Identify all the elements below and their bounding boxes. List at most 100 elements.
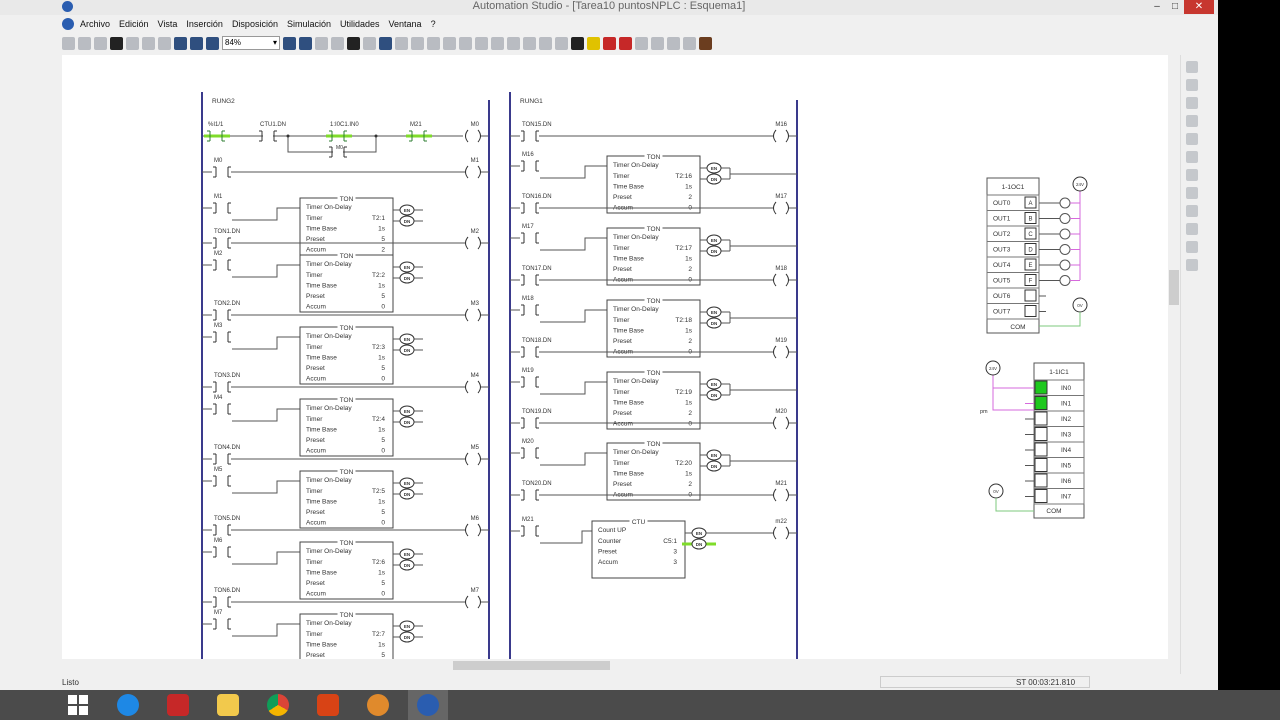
zoom-window-icon[interactable]	[315, 36, 328, 50]
find-icon[interactable]	[174, 36, 187, 50]
vertical-scrollbar[interactable]	[1168, 55, 1180, 672]
chrome-button[interactable]	[258, 690, 298, 720]
page-icon[interactable]	[142, 36, 155, 50]
step-icon[interactable]	[587, 36, 600, 50]
edit-icon[interactable]	[475, 36, 488, 50]
side-tool-icon[interactable]	[1186, 115, 1198, 127]
redo-icon[interactable]	[459, 36, 472, 50]
swf-app-button[interactable]	[158, 690, 198, 720]
side-tool-icon[interactable]	[1186, 61, 1198, 73]
contact[interactable]	[204, 130, 230, 142]
contact[interactable]	[521, 376, 539, 388]
contact[interactable]	[213, 166, 231, 178]
contact[interactable]	[213, 453, 231, 465]
contact[interactable]	[213, 309, 231, 321]
contact[interactable]	[213, 403, 231, 415]
menu-utilidades[interactable]: Utilidades	[340, 19, 380, 29]
contact[interactable]	[213, 618, 231, 630]
contact[interactable]	[213, 475, 231, 487]
contact[interactable]	[521, 274, 539, 286]
contact[interactable]	[521, 417, 539, 429]
library-icon[interactable]	[699, 36, 712, 50]
contact[interactable]	[406, 130, 432, 142]
preview-icon[interactable]	[126, 36, 139, 50]
zoom-out-icon[interactable]	[299, 36, 312, 50]
automation-studio-button[interactable]	[408, 690, 448, 720]
open-icon[interactable]	[78, 36, 91, 50]
side-tool-icon[interactable]	[1186, 97, 1198, 109]
start-button[interactable]	[58, 690, 98, 720]
contact[interactable]	[521, 447, 539, 459]
contact[interactable]	[213, 259, 231, 271]
side-tool-icon[interactable]	[1186, 187, 1198, 199]
pen-icon[interactable]	[491, 36, 504, 50]
contact[interactable]	[521, 232, 539, 244]
sim-option-4-icon[interactable]	[683, 36, 696, 50]
horizontal-scrollbar[interactable]	[62, 659, 1168, 672]
cut-icon[interactable]	[395, 36, 408, 50]
menu-disposicion[interactable]: Disposición	[231, 19, 278, 29]
contact[interactable]	[521, 304, 539, 316]
office-app-button[interactable]	[308, 690, 348, 720]
contact[interactable]	[213, 596, 231, 608]
side-tool-icon[interactable]	[1186, 241, 1198, 253]
hand-app-button[interactable]	[358, 690, 398, 720]
vertical-scroll-thumb[interactable]	[1169, 270, 1179, 305]
contact[interactable]	[521, 489, 539, 501]
contact[interactable]	[326, 130, 352, 142]
sim-option-1-icon[interactable]	[635, 36, 648, 50]
slow-motion-icon[interactable]	[603, 36, 616, 50]
horizontal-scroll-thumb[interactable]	[453, 661, 610, 670]
contact[interactable]	[213, 237, 231, 249]
navigate-icon[interactable]	[190, 36, 203, 50]
contact[interactable]	[521, 202, 539, 214]
zoom-select[interactable]: 84%	[222, 36, 280, 50]
menu-insercion[interactable]: Inserción	[186, 19, 223, 29]
page-setup-icon[interactable]	[158, 36, 171, 50]
contact[interactable]	[329, 146, 347, 158]
contact[interactable]	[213, 331, 231, 343]
record-icon[interactable]	[619, 36, 632, 50]
layer-icon[interactable]	[539, 36, 552, 50]
menu-archivo[interactable]: Archivo	[80, 19, 111, 29]
side-tool-icon[interactable]	[1186, 169, 1198, 181]
contact[interactable]	[521, 525, 539, 537]
menu-help[interactable]: ?	[430, 19, 436, 29]
maximize-button[interactable]: □	[1171, 1, 1179, 12]
contact[interactable]	[213, 546, 231, 558]
contact[interactable]	[213, 202, 231, 214]
internet-explorer-button[interactable]	[108, 690, 148, 720]
line-icon[interactable]	[507, 36, 520, 50]
stop-sim-icon[interactable]	[555, 36, 568, 50]
pan-icon[interactable]	[379, 36, 392, 50]
grid-icon[interactable]	[347, 36, 360, 50]
contact[interactable]	[259, 130, 277, 142]
file-explorer-button[interactable]	[208, 690, 248, 720]
shape-icon[interactable]	[523, 36, 536, 50]
side-tool-icon[interactable]	[1186, 133, 1198, 145]
print-icon[interactable]	[110, 36, 123, 50]
contact[interactable]	[213, 381, 231, 393]
side-tool-icon[interactable]	[1186, 205, 1198, 217]
side-tool-icon[interactable]	[1186, 79, 1198, 91]
contact[interactable]	[521, 160, 539, 172]
document-icon[interactable]	[62, 18, 74, 30]
side-tool-icon[interactable]	[1186, 259, 1198, 271]
sim-option-2-icon[interactable]	[651, 36, 664, 50]
new-icon[interactable]	[62, 36, 75, 50]
contact[interactable]	[521, 346, 539, 358]
sim-option-3-icon[interactable]	[667, 36, 680, 50]
menu-simulacion[interactable]: Simulación	[286, 19, 331, 29]
contact[interactable]	[213, 524, 231, 536]
side-tool-icon[interactable]	[1186, 223, 1198, 235]
zoom-in-icon[interactable]	[283, 36, 296, 50]
copy-icon[interactable]	[411, 36, 424, 50]
paste-icon[interactable]	[427, 36, 440, 50]
pause-icon[interactable]	[571, 36, 584, 50]
properties-icon[interactable]	[206, 36, 219, 50]
minimize-button[interactable]: –	[1154, 1, 1160, 12]
undo-icon[interactable]	[443, 36, 456, 50]
save-icon[interactable]	[94, 36, 107, 50]
